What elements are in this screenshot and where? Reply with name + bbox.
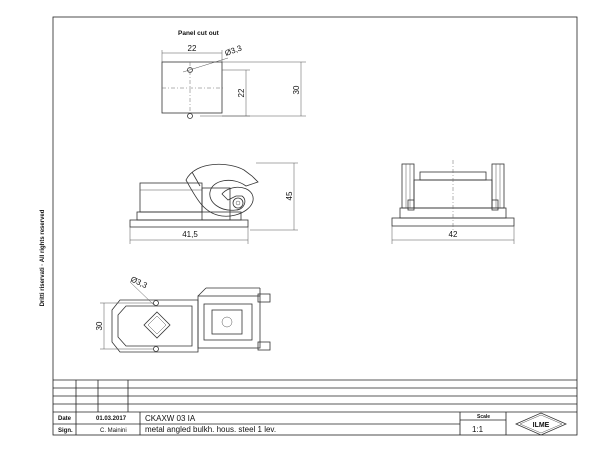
panel-cut-out-rect (161, 61, 223, 114)
panel-hole-bottom (187, 113, 193, 119)
side-width-label: 41,5 (182, 230, 198, 239)
date-label: Date (58, 416, 72, 422)
rights-reserved-note: Dritti riservati · All rights reserved (40, 209, 46, 306)
drawing-frame (52, 16, 578, 436)
panel-width-label: 22 (188, 44, 197, 53)
product-description: metal angled bulkh. hous. steel 1 lev. (145, 425, 276, 434)
top-hole-label: Ø3,3 (129, 275, 149, 291)
front-width-label: 42 (449, 230, 458, 239)
front-view: 42 (391, 160, 515, 244)
side-lever (185, 163, 259, 217)
sign-value: C. Mainini (100, 428, 127, 434)
scale-label: Scale (477, 414, 490, 420)
side-height-label: 45 (285, 191, 294, 200)
side-view: 41,5 45 (129, 162, 298, 244)
date-value: 01.03.2017 (96, 416, 127, 422)
logo-text: ILME (533, 422, 550, 429)
product-code: CKAXW 03 IA (145, 414, 196, 423)
top-height-label: 30 (95, 321, 104, 330)
top-logo-mark (143, 311, 171, 339)
panel-inner-height-label: 22 (237, 88, 246, 97)
sign-label: Sign. (58, 428, 73, 434)
panel-cut-out: Panel cut out 22 Ø3,3 22 30 (161, 30, 306, 119)
ilme-logo: ILME (515, 412, 567, 436)
panel-outer-height-label: 30 (292, 85, 301, 94)
scale-value: 1:1 (472, 425, 484, 434)
panel-cut-out-title: Panel cut out (178, 30, 220, 37)
top-view: Ø3,3 30 (95, 275, 271, 353)
panel-hole-label: Ø3,3 (224, 43, 244, 58)
title-block: Date 01.03.2017 Sign. C. Mainini CKAXW 0… (53, 379, 577, 436)
